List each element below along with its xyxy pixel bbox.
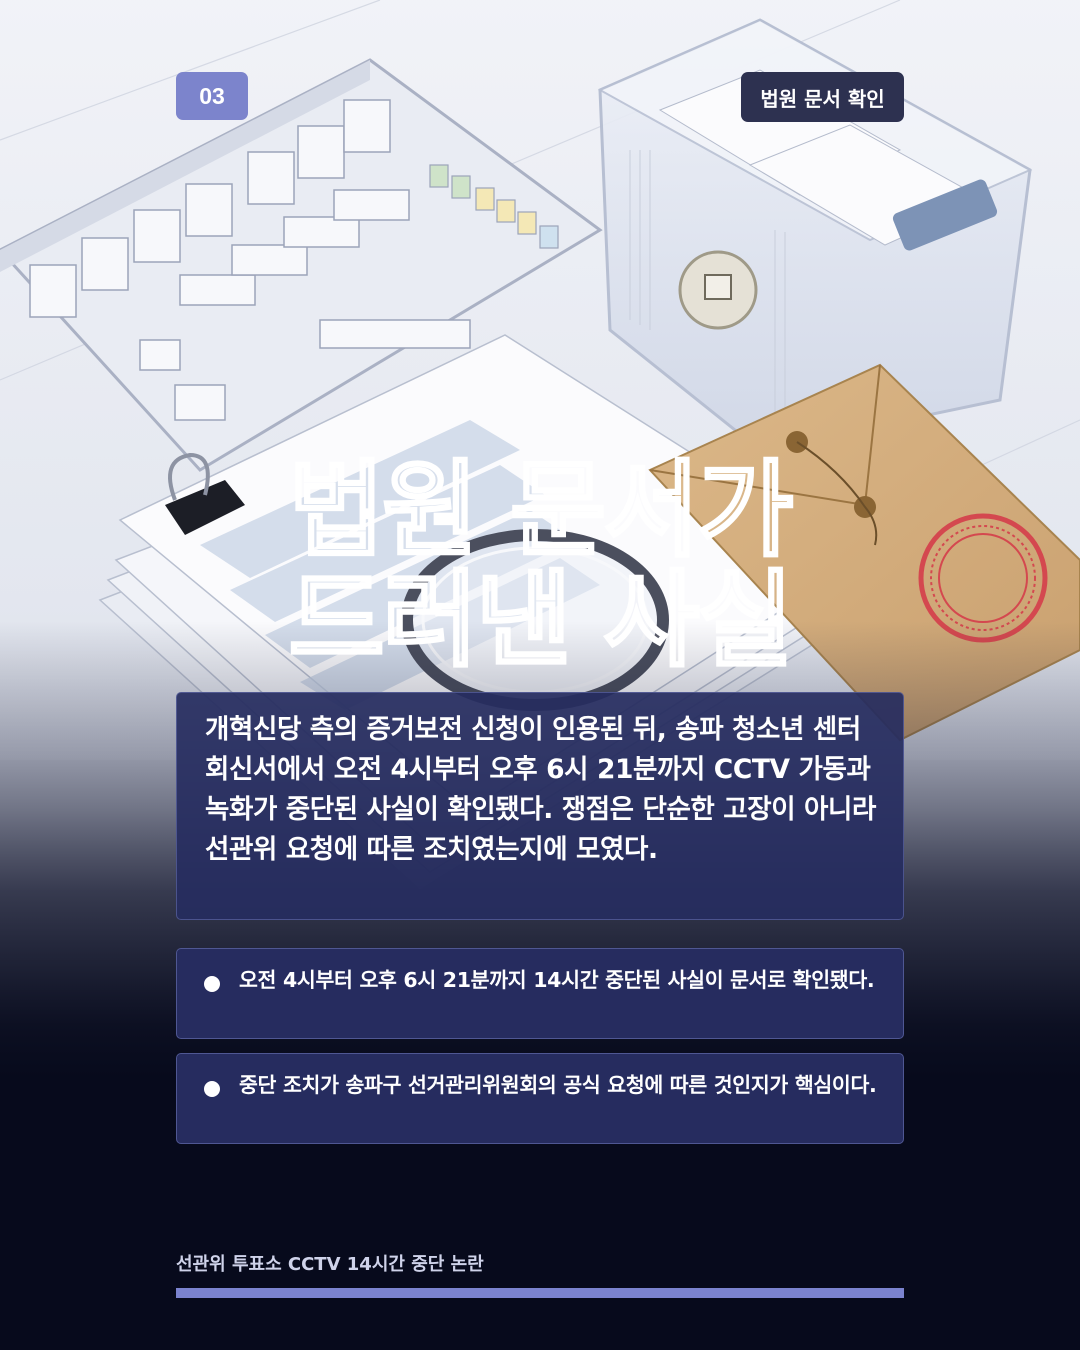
bullet-dot-icon bbox=[204, 976, 220, 992]
bullet-dot-icon bbox=[204, 1081, 220, 1097]
category-tag-label: 법원 문서 확인 bbox=[760, 86, 885, 111]
page-title-line-1: 법원 문서가 bbox=[287, 449, 795, 571]
step-number: 03 bbox=[199, 82, 225, 109]
key-point-text: 중단 조치가 송파구 선거관리위원회의 공식 요청에 따른 것인지가 핵심이다. bbox=[239, 1073, 877, 1097]
key-point-text: 오전 4시부터 오후 6시 21분까지 14시간 중단된 사실이 문서로 확인됐… bbox=[239, 968, 875, 992]
step-number-badge: 03 bbox=[176, 72, 248, 120]
page-title-line-2: 드러낸 사실 bbox=[287, 559, 795, 681]
summary-card: 개혁신당 측의 증거보전 신청이 인용된 뒤, 송파 청소년 센터 회신서에서 … bbox=[176, 692, 904, 920]
series-title: 선관위 투표소 CCTV 14시간 중단 논란 bbox=[176, 1254, 484, 1275]
category-tag: 법원 문서 확인 bbox=[741, 72, 904, 122]
footer-accent-bar bbox=[176, 1288, 904, 1298]
page-title: 법원 문서가 드러낸 사실 bbox=[0, 449, 1080, 681]
key-point-card: 중단 조치가 송파구 선거관리위원회의 공식 요청에 따른 것인지가 핵심이다. bbox=[176, 1053, 904, 1144]
key-point-card: 오전 4시부터 오후 6시 21분까지 14시간 중단된 사실이 문서로 확인됐… bbox=[176, 948, 904, 1039]
summary-text: 개혁신당 측의 증거보전 신청이 인용된 뒤, 송파 청소년 센터 회신서에서 … bbox=[205, 714, 876, 865]
